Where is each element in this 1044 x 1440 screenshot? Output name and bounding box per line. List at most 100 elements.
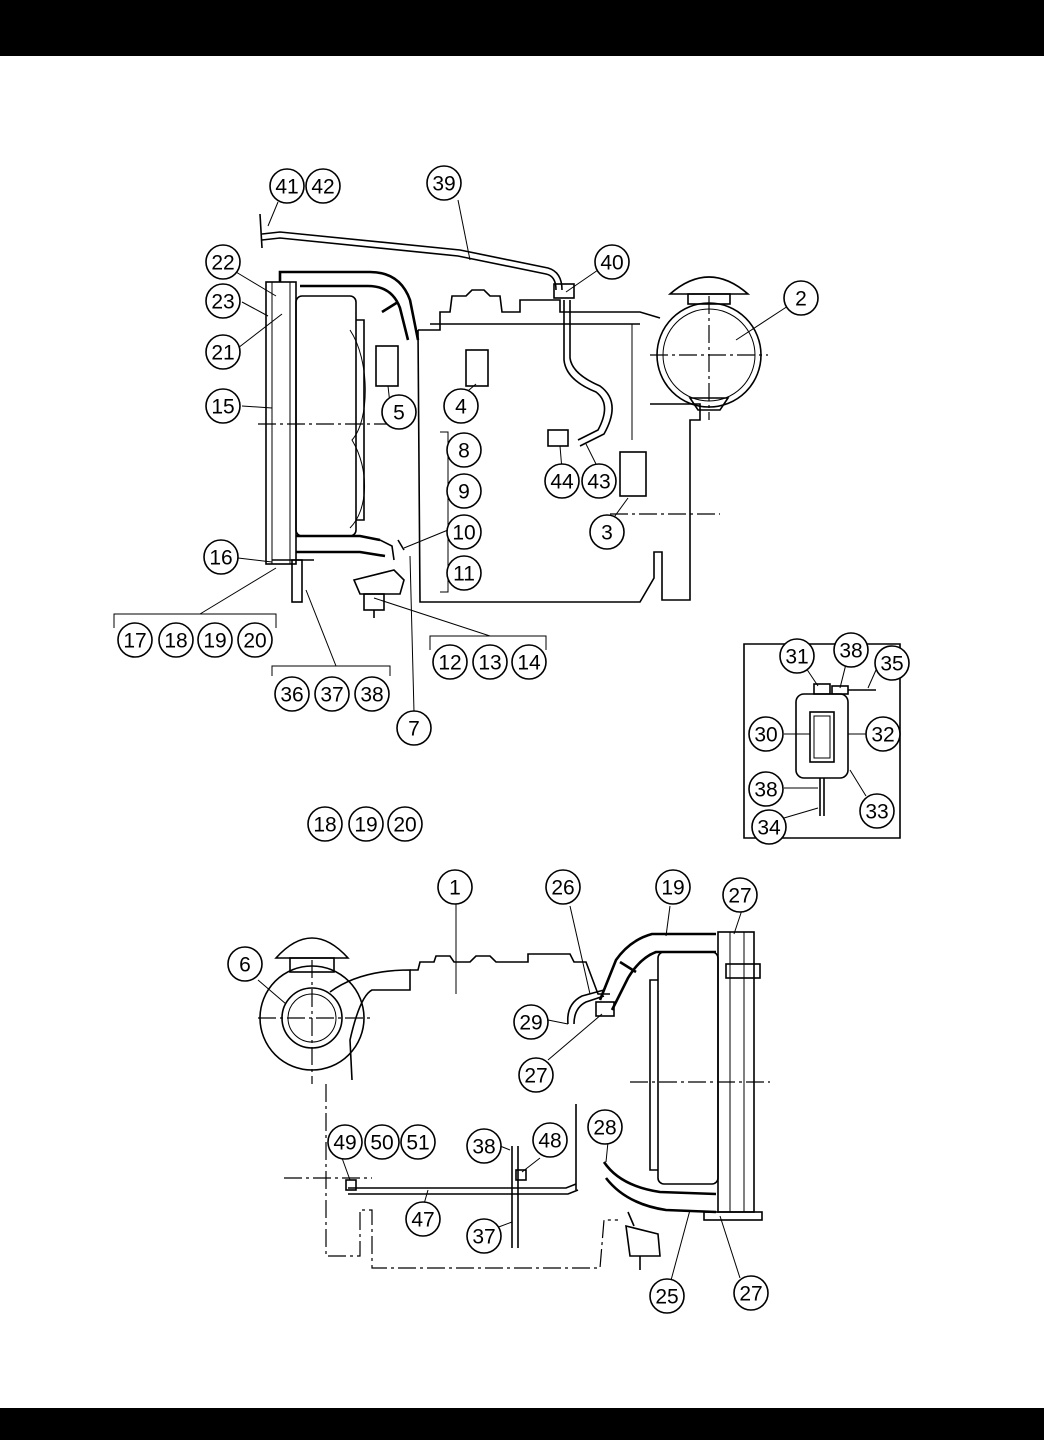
callout-label: 9 — [458, 481, 470, 504]
callout-label: 18 — [164, 630, 187, 653]
callout-label: 3 — [601, 522, 613, 545]
callout-38: 38 — [354, 676, 390, 712]
callout-label: 36 — [280, 684, 303, 707]
callout-circle — [532, 1122, 568, 1158]
callout-20: 20 — [387, 806, 423, 842]
callout-circle — [779, 638, 815, 674]
callout-19: 19 — [655, 869, 691, 905]
callout-49: 49 — [327, 1124, 363, 1160]
water-pump-part — [465, 349, 489, 387]
radiator-core — [265, 281, 297, 565]
callout-26: 26 — [545, 869, 581, 905]
callout-50: 50 — [364, 1124, 400, 1160]
callout-label: 5 — [393, 402, 405, 425]
callout-label: 42 — [311, 176, 334, 199]
callout-circle — [197, 622, 233, 658]
callout-label: 16 — [209, 547, 232, 570]
callout-44: 44 — [544, 463, 580, 499]
callout-label: 43 — [587, 471, 610, 494]
callout-circle — [237, 622, 273, 658]
callout-27: 27 — [518, 1057, 554, 1093]
callout-label: 27 — [739, 1283, 762, 1306]
callout-8: 8 — [446, 432, 482, 468]
callout-30: 30 — [748, 716, 784, 752]
callout-label: 11 — [453, 563, 475, 586]
callout-label: 32 — [871, 724, 894, 747]
callout-circle — [437, 869, 473, 905]
callout-label: 19 — [203, 630, 226, 653]
callout-3: 3 — [589, 514, 625, 550]
callout-7: 7 — [396, 710, 432, 746]
lower-engine-view — [257, 904, 770, 1285]
callout-circle — [387, 806, 423, 842]
callout-circle — [274, 676, 310, 712]
callout-23: 23 — [205, 283, 241, 319]
callout-circle — [446, 473, 482, 509]
callout-17: 17 — [117, 622, 153, 658]
callout-19: 19 — [197, 622, 233, 658]
callout-6: 6 — [227, 946, 263, 982]
callout-12: 12 — [432, 644, 468, 680]
thermostat-housing — [375, 345, 399, 387]
callout-28: 28 — [587, 1109, 623, 1145]
callout-circle — [865, 716, 901, 752]
callout-31: 31 — [779, 638, 815, 674]
callout-circle — [589, 514, 625, 550]
callout-circle — [269, 168, 305, 204]
callout-circle — [655, 869, 691, 905]
callout-label: 2 — [795, 288, 807, 311]
callout-circle — [327, 1124, 363, 1160]
callout-27: 27 — [722, 877, 758, 913]
callout-circle — [594, 244, 630, 280]
callout-circle — [205, 388, 241, 424]
callout-label: 12 — [438, 652, 461, 675]
callout-circle — [518, 1057, 554, 1093]
callout-circle — [117, 622, 153, 658]
top-black-bar — [0, 0, 1044, 56]
callout-21: 21 — [205, 334, 241, 370]
callout-label: 44 — [550, 471, 574, 494]
callout-label: 8 — [458, 440, 470, 463]
callout-label: 30 — [754, 724, 777, 747]
callout-circle — [405, 1201, 441, 1237]
callout-label: 28 — [593, 1117, 616, 1140]
callout-label: 19 — [661, 877, 684, 900]
callout-label: 7 — [408, 718, 420, 741]
callout-circle — [748, 716, 784, 752]
callout-32: 32 — [865, 716, 901, 752]
callout-circle — [833, 632, 869, 668]
callout-label: 38 — [472, 1136, 495, 1159]
callout-circle — [581, 463, 617, 499]
callout-circle — [432, 644, 468, 680]
callout-label: 37 — [320, 684, 343, 707]
callout-label: 17 — [123, 630, 146, 653]
callout-circle — [446, 555, 482, 591]
callout-circle — [203, 539, 239, 575]
callout-circle — [513, 1004, 549, 1040]
callout-label: 49 — [333, 1132, 356, 1155]
callout-11: 11 — [446, 555, 482, 591]
callout-circle — [381, 394, 417, 430]
callout-circle — [205, 244, 241, 280]
callout-label: 6 — [239, 954, 251, 977]
callout-label: 38 — [360, 684, 383, 707]
callout-circle — [446, 514, 482, 550]
callout-circle — [466, 1128, 502, 1164]
callout-circle — [587, 1109, 623, 1145]
callout-label: 31 — [785, 646, 808, 669]
callout-circle — [466, 1218, 502, 1254]
callout-38: 38 — [833, 632, 869, 668]
callout-39: 39 — [426, 165, 462, 201]
callout-38: 38 — [466, 1128, 502, 1164]
callout-label: 25 — [655, 1286, 678, 1309]
bottom-black-bar — [0, 1408, 1044, 1440]
callout-circle — [305, 168, 341, 204]
callout-5: 5 — [381, 394, 417, 430]
callout-circle — [158, 622, 194, 658]
callout-37: 37 — [466, 1218, 502, 1254]
callout-circle — [748, 771, 784, 807]
callout-circle — [400, 1124, 436, 1160]
callout-20: 20 — [237, 622, 273, 658]
radiator-shroud — [295, 295, 357, 537]
